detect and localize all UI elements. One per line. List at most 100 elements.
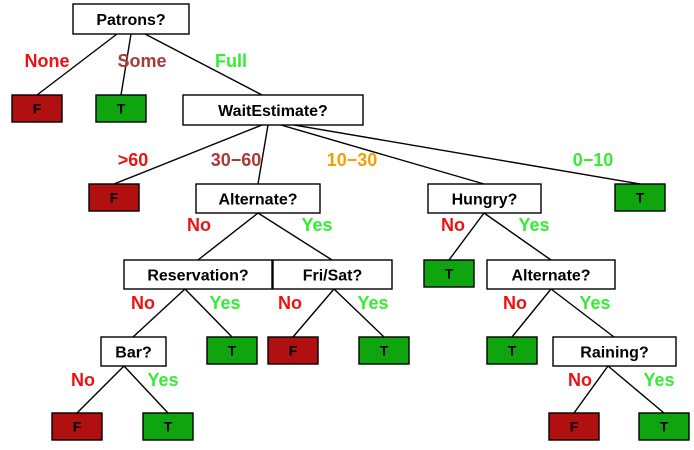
edge-label-wait-to-hungry: 10−30: [327, 150, 378, 170]
node-box-res: [123, 259, 273, 290]
node-label-hungry: Hungry?: [452, 192, 518, 209]
leaf-box-l_0to10: [614, 183, 666, 212]
edge-frisat-to-l_fri_yes: [333, 288, 385, 338]
edge-label-wait-to-l_0to10: 0−10: [573, 150, 614, 170]
edge-bar-to-l_bar_no: [76, 365, 125, 414]
node-box-alt1: [195, 183, 321, 214]
attribute-node-frisat: Fri/Sat?: [272, 259, 393, 290]
edge-label-raining-to-l_rain_yes: Yes: [643, 370, 674, 390]
edge-label-patrons-to-wait: Full: [215, 51, 247, 71]
edge-res-to-bar: [132, 288, 186, 338]
leaf-box-l_rain_yes: [638, 412, 690, 441]
leaf-label-l_some: T: [117, 101, 126, 117]
edge-alt2-to-raining: [550, 288, 615, 338]
edge-raining-to-l_rain_yes: [607, 365, 665, 414]
leaf-node-l_alt2_no: T: [486, 336, 538, 365]
attribute-node-alt2: Alternate?: [486, 259, 616, 290]
node-box-patrons: [72, 3, 190, 35]
leaf-box-l_hungry_no: [423, 259, 475, 288]
node-label-raining: Raining?: [580, 345, 648, 362]
leaf-box-l_fri_yes: [358, 336, 410, 365]
edge-bar-to-l_bar_yes: [123, 365, 169, 414]
leaf-label-l_alt2_no: T: [508, 343, 517, 359]
leaf-node-l_gt60: F: [88, 183, 140, 212]
leaf-node-l_hungry_no: T: [423, 259, 475, 288]
node-label-wait: WaitEstimate?: [218, 103, 328, 120]
edge-label-alt2-to-l_alt2_no: No: [503, 293, 527, 313]
edge-label-alt1-to-frisat: Yes: [301, 215, 332, 235]
leaf-box-l_gt60: [88, 183, 140, 212]
edge-label-patrons-to-l_none: None: [25, 51, 70, 71]
leaf-node-l_none: F: [11, 94, 63, 123]
node-label-alt1: Alternate?: [218, 192, 297, 209]
edge-label-wait-to-l_gt60: >60: [118, 150, 149, 170]
edge-label-frisat-to-l_fri_no: No: [278, 293, 302, 313]
edge-wait-to-hungry: [280, 124, 485, 185]
leaf-label-l_hungry_no: T: [445, 266, 454, 282]
attribute-node-raining: Raining?: [552, 336, 677, 367]
edge-res-to-l_res_yes: [184, 288, 233, 338]
edge-wait-to-l_0to10: [293, 124, 641, 185]
edge-hungry-to-l_hungry_no: [448, 212, 485, 261]
leaf-node-l_fri_yes: T: [358, 336, 410, 365]
leaf-box-l_fri_no: [267, 336, 319, 365]
edge-raining-to-l_rain_no: [573, 365, 609, 414]
node-box-bar: [100, 336, 167, 367]
leaf-node-l_res_yes: T: [206, 336, 258, 365]
edge-label-alt1-to-res: No: [187, 215, 211, 235]
leaf-box-l_res_yes: [206, 336, 258, 365]
leaf-box-l_rain_no: [548, 412, 600, 441]
node-box-wait: [182, 94, 364, 126]
node-label-alt2: Alternate?: [511, 268, 590, 285]
leaf-label-l_bar_yes: T: [164, 419, 173, 435]
leaf-box-l_bar_yes: [142, 412, 194, 441]
leaf-label-l_rain_no: F: [570, 419, 579, 435]
leaf-node-l_rain_yes: T: [638, 412, 690, 441]
leaf-box-l_alt2_no: [486, 336, 538, 365]
leaf-label-l_fri_yes: T: [380, 343, 389, 359]
nodes-layer: Patrons? WaitEstimate? Alternate? Hungry? Re…: [11, 3, 690, 441]
edge-label-patrons-to-l_some: Some: [117, 51, 166, 71]
edge-hungry-to-alt2: [483, 212, 552, 261]
edge-label-res-to-bar: No: [131, 293, 155, 313]
edge-patrons-to-wait: [144, 33, 263, 96]
attribute-node-patrons: Patrons?: [72, 3, 190, 35]
attribute-node-alt1: Alternate?: [195, 183, 321, 214]
leaf-node-l_rain_no: F: [548, 412, 600, 441]
leaf-box-l_none: [11, 94, 63, 123]
edge-label-raining-to-l_rain_no: No: [568, 370, 592, 390]
node-box-alt2: [486, 259, 616, 290]
leaf-label-l_rain_yes: T: [660, 419, 669, 435]
leaf-node-l_bar_yes: T: [142, 412, 194, 441]
edge-label-hungry-to-l_hungry_no: No: [441, 215, 465, 235]
leaf-label-l_fri_no: F: [289, 343, 298, 359]
leaf-box-l_bar_no: [51, 412, 103, 441]
edge-frisat-to-l_fri_no: [292, 288, 335, 338]
edge-label-res-to-l_res_yes: Yes: [209, 293, 240, 313]
node-label-bar: Bar?: [115, 345, 151, 362]
node-label-frisat: Fri/Sat?: [303, 268, 363, 285]
node-label-res: Reservation?: [147, 268, 248, 285]
edge-label-bar-to-l_bar_no: No: [71, 370, 95, 390]
edge-label-frisat-to-l_fri_yes: Yes: [357, 293, 388, 313]
edge-patrons-to-l_none: [36, 33, 118, 96]
leaf-node-l_bar_no: F: [51, 412, 103, 441]
edge-alt1-to-frisat: [257, 212, 333, 261]
leaf-box-l_some: [95, 94, 147, 123]
edge-label-alt2-to-raining: Yes: [579, 293, 610, 313]
leaf-node-l_fri_no: F: [267, 336, 319, 365]
edge-alt1-to-res: [197, 212, 259, 261]
attribute-node-res: Reservation?: [123, 259, 273, 290]
node-box-frisat: [272, 259, 393, 290]
node-box-hungry: [427, 183, 542, 214]
edge-label-wait-to-alt1: 30−60: [211, 150, 262, 170]
edge-label-bar-to-l_bar_yes: Yes: [147, 370, 178, 390]
node-label-patrons: Patrons?: [96, 12, 165, 29]
edge-patrons-to-l_some: [120, 33, 132, 96]
leaf-node-l_0to10: T: [614, 183, 666, 212]
leaf-label-l_bar_no: F: [73, 419, 82, 435]
attribute-node-bar: Bar?: [100, 336, 167, 367]
leaf-label-l_none: F: [33, 101, 42, 117]
